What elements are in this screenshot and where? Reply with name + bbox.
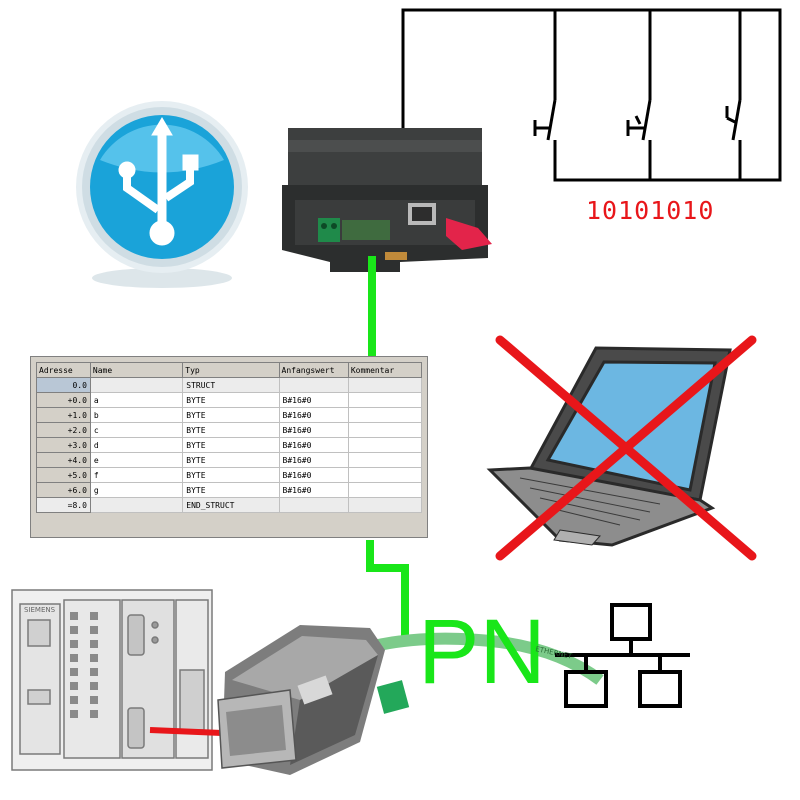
- column-header[interactable]: Typ: [182, 362, 280, 378]
- initial-value-cell[interactable]: B#16#0: [278, 407, 349, 423]
- comment-cell[interactable]: [347, 452, 423, 468]
- initial-value-cell[interactable]: B#16#0: [278, 437, 349, 453]
- name-cell[interactable]: a: [89, 392, 184, 408]
- address-cell[interactable]: +5.0: [36, 467, 91, 483]
- adapter-icon: [217, 625, 410, 775]
- type-cell[interactable]: BYTE: [182, 392, 280, 408]
- variable-table-window: Adresse Name Typ Anfangswert Kommentar 0…: [30, 356, 428, 538]
- switch-circuit: [401, 8, 782, 182]
- type-cell[interactable]: BYTE: [182, 482, 280, 498]
- address-cell[interactable]: +4.0: [36, 452, 91, 468]
- name-cell[interactable]: g: [89, 482, 184, 498]
- type-cell[interactable]: END_STRUCT: [182, 497, 280, 513]
- variable-table: Adresse Name Typ Anfangswert Kommentar 0…: [36, 362, 423, 513]
- initial-value-cell[interactable]: B#16#0: [278, 422, 349, 438]
- type-cell[interactable]: BYTE: [182, 452, 280, 468]
- initial-value-cell[interactable]: B#16#0: [278, 392, 349, 408]
- column-header[interactable]: Kommentar: [347, 362, 423, 378]
- name-cell[interactable]: b: [89, 407, 184, 423]
- table-row[interactable]: +0.0 a BYTE B#16#0: [36, 392, 423, 408]
- table-row[interactable]: +3.0 d BYTE B#16#0: [36, 437, 423, 453]
- column-header[interactable]: Adresse: [36, 362, 91, 378]
- table-row[interactable]: +5.0 f BYTE B#16#0: [36, 467, 423, 483]
- table-header-row: Adresse Name Typ Anfangswert Kommentar: [36, 362, 423, 378]
- datalogger-device-icon: [282, 128, 492, 272]
- comment-cell[interactable]: [347, 497, 423, 513]
- name-cell[interactable]: d: [89, 437, 184, 453]
- table-row[interactable]: 0.0 STRUCT: [36, 377, 423, 393]
- type-cell[interactable]: STRUCT: [182, 377, 280, 393]
- table-row[interactable]: +1.0 b BYTE B#16#0: [36, 407, 423, 423]
- column-header[interactable]: Anfangswert: [278, 362, 349, 378]
- comment-cell[interactable]: [347, 407, 423, 423]
- address-cell[interactable]: +2.0: [36, 422, 91, 438]
- type-cell[interactable]: BYTE: [182, 407, 280, 423]
- name-cell[interactable]: c: [89, 422, 184, 438]
- table-row[interactable]: +4.0 e BYTE B#16#0: [36, 452, 423, 468]
- address-cell[interactable]: 0.0: [36, 377, 91, 393]
- table-row[interactable]: +6.0 g BYTE B#16#0: [36, 482, 423, 498]
- comment-cell[interactable]: [347, 482, 423, 498]
- comment-cell[interactable]: [347, 377, 423, 393]
- column-header[interactable]: Name: [89, 362, 184, 378]
- name-cell[interactable]: e: [89, 452, 184, 468]
- name-cell[interactable]: f: [89, 467, 184, 483]
- protocol-label: PN: [418, 601, 546, 703]
- comment-cell[interactable]: [347, 392, 423, 408]
- address-cell[interactable]: +3.0: [36, 437, 91, 453]
- plc-device-icon: [11, 589, 213, 771]
- initial-value-cell[interactable]: B#16#0: [278, 467, 349, 483]
- comment-cell[interactable]: [347, 437, 423, 453]
- table-row[interactable]: +2.0 c BYTE B#16#0: [36, 422, 423, 438]
- comment-cell[interactable]: [347, 467, 423, 483]
- type-cell[interactable]: BYTE: [182, 422, 280, 438]
- cross-icon: [495, 335, 757, 561]
- bit-pattern-label: 10101010: [586, 196, 715, 225]
- type-cell[interactable]: BYTE: [182, 467, 280, 483]
- profinet-link-line: [366, 540, 409, 640]
- laptop-icon: [486, 346, 732, 547]
- name-cell[interactable]: [89, 377, 184, 393]
- usb-icon: [76, 101, 248, 288]
- address-cell[interactable]: +1.0: [36, 407, 91, 423]
- address-cell[interactable]: =8.0: [36, 497, 91, 513]
- switch-symbol-icon: [626, 99, 652, 141]
- switch-symbol-icon: [533, 99, 557, 141]
- address-cell[interactable]: +0.0: [36, 392, 91, 408]
- initial-value-cell[interactable]: B#16#0: [278, 482, 349, 498]
- initial-value-cell[interactable]: [278, 497, 349, 513]
- name-cell[interactable]: [89, 497, 184, 513]
- switch-symbol-icon: [725, 99, 742, 141]
- type-cell[interactable]: BYTE: [182, 437, 280, 453]
- comment-cell[interactable]: [347, 422, 423, 438]
- mpi-link-line: [149, 727, 223, 736]
- address-cell[interactable]: +6.0: [36, 482, 91, 498]
- initial-value-cell[interactable]: B#16#0: [278, 452, 349, 468]
- table-row[interactable]: =8.0 END_STRUCT: [36, 497, 423, 513]
- initial-value-cell[interactable]: [278, 377, 349, 393]
- network-topology-icon: [555, 603, 690, 708]
